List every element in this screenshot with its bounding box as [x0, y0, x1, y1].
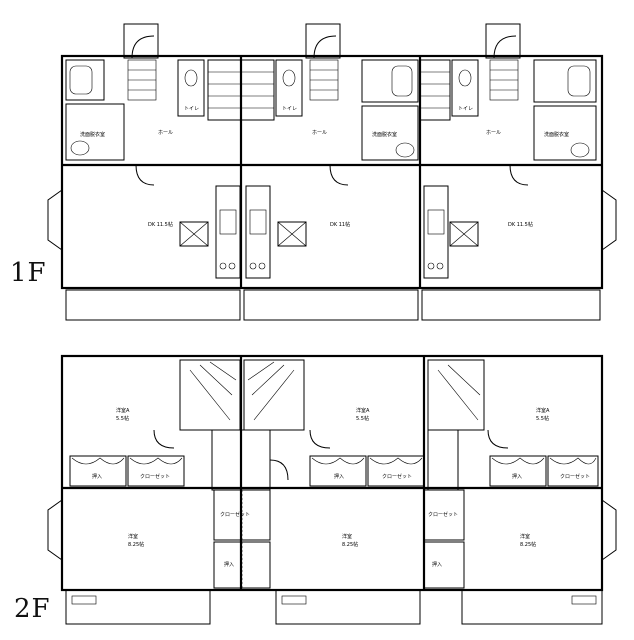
closet-label-1: クローゼット: [140, 473, 170, 480]
washroom-label-1: 洗面脱衣室: [80, 131, 105, 138]
toilet-label-2: トイレ: [282, 106, 297, 112]
closet-label-4: クローゼット: [220, 511, 250, 518]
closet-label-2: クローゼット: [382, 473, 412, 480]
toilet-label-3: トイレ: [458, 106, 473, 112]
floor-label-1f: 1F: [10, 258, 47, 288]
room-label-1f-b: DK 11帖: [330, 221, 350, 228]
room-label-2f-a-name: 洋室A: [116, 407, 130, 414]
hall-label-2: ホール: [312, 130, 327, 136]
first-floor-plan: DK 11.5帖 DK 11帖 DK 11.5帖 トイレ トイレ トイレ ホール…: [47, 23, 617, 321]
hall-label-1: ホール: [158, 130, 173, 136]
room-label-1f-c: DK 11.5帖: [508, 221, 533, 228]
room-label-2f-b-name: 洋室A: [356, 407, 370, 414]
toilet-label-1: トイレ: [184, 106, 199, 112]
room-label-2f-e-size: 8.25帖: [342, 541, 358, 548]
storage-label-3: 押入: [512, 473, 522, 480]
washroom-label-2: 洗面脱衣室: [372, 131, 397, 138]
closet-label-3: クローゼット: [560, 473, 590, 480]
room-label-2f-d-name: 洋室: [128, 533, 138, 540]
storage-label-5: 押入: [432, 561, 442, 568]
hall-label-3: ホール: [486, 130, 501, 136]
room-label-1f-a: DK 11.5帖: [148, 221, 173, 228]
room-label-2f-c-size: 5.5帖: [536, 415, 549, 422]
room-label-2f-b-size: 5.5帖: [356, 415, 369, 422]
storage-label-1: 押入: [92, 473, 102, 480]
storage-label-4: 押入: [224, 561, 234, 568]
room-label-2f-f-size: 8.25帖: [520, 541, 536, 548]
room-label-2f-c-name: 洋室A: [536, 407, 550, 414]
room-label-2f-f-name: 洋室: [520, 533, 530, 540]
second-floor-plan: 洋室A 5.5帖 洋室A 5.5帖 洋室A 5.5帖 洋室 8.25帖 洋室 8…: [47, 354, 617, 625]
floor-label-2f: 2F: [14, 594, 51, 624]
closet-label-5: クローゼット: [428, 511, 458, 518]
storage-label-2: 押入: [334, 473, 344, 480]
washroom-label-3: 洗面脱衣室: [544, 131, 569, 138]
room-label-2f-a-size: 5.5帖: [116, 415, 129, 422]
room-label-2f-e-name: 洋室: [342, 533, 352, 540]
room-label-2f-d-size: 8.25帖: [128, 541, 144, 548]
